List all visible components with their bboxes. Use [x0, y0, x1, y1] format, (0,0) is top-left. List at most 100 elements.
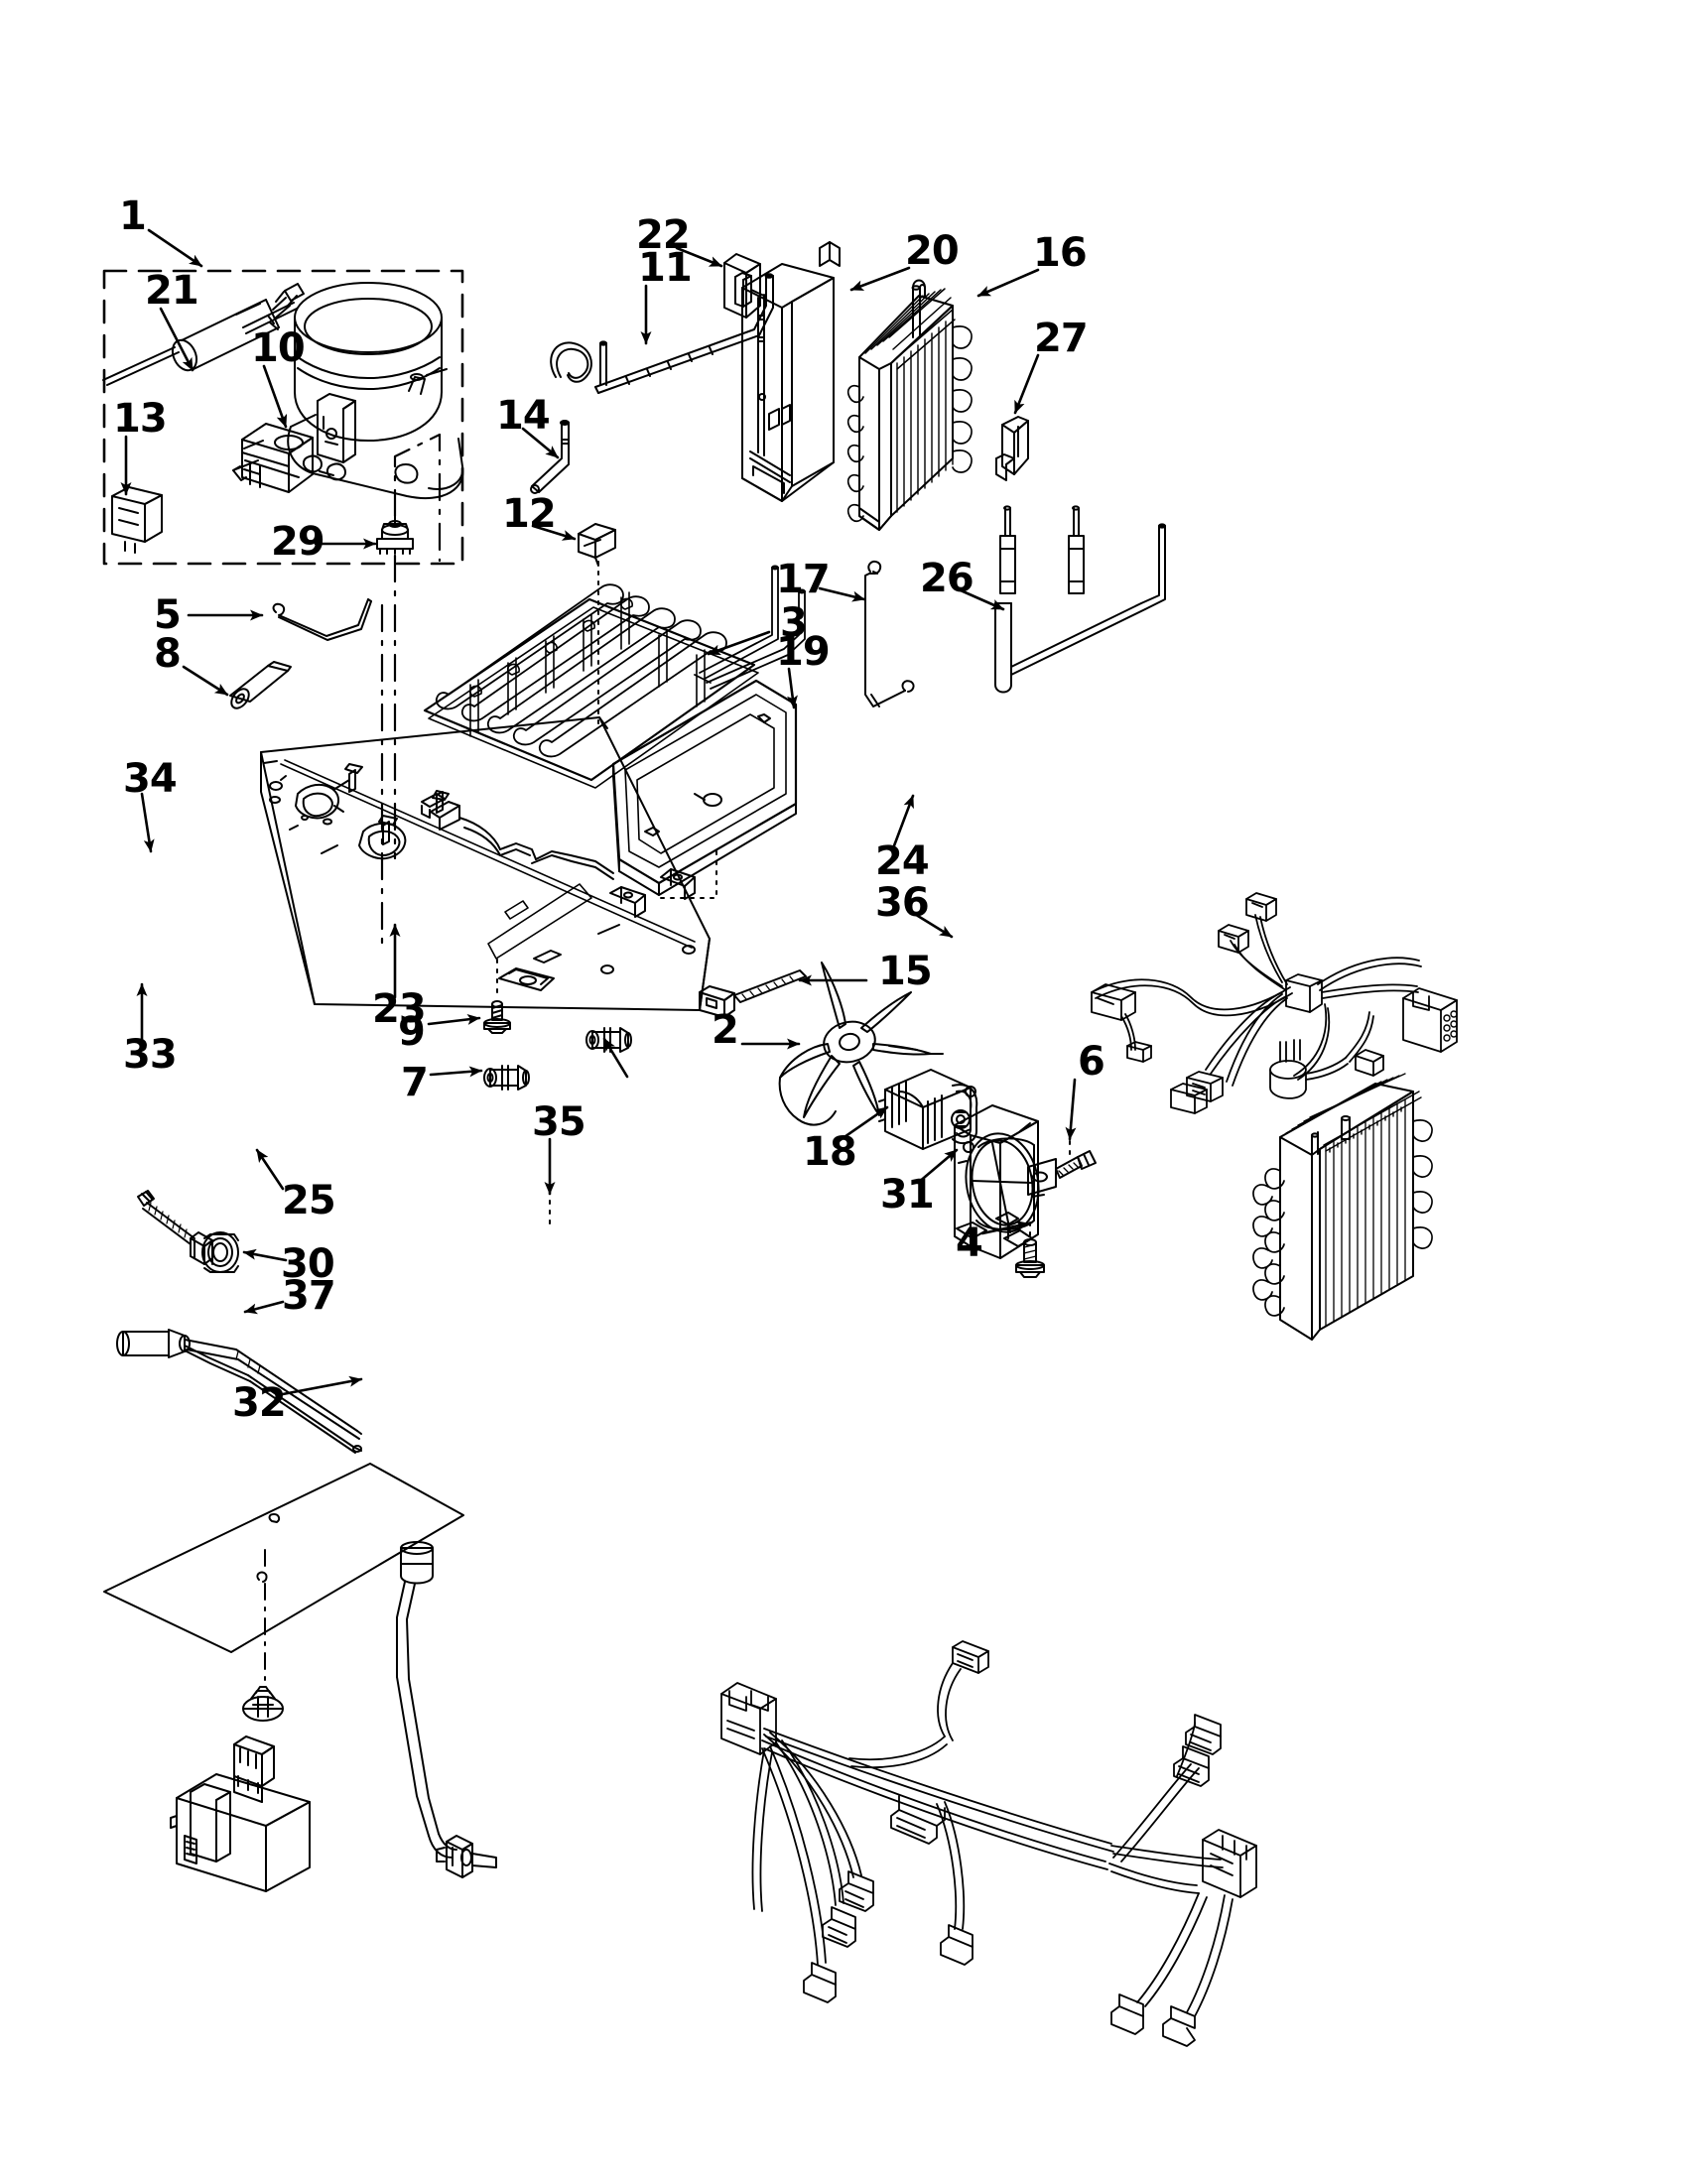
callout-16[interactable]: 16 [1033, 230, 1088, 276]
callout-20[interactable]: 20 [905, 228, 960, 274]
part-17-wire-form [864, 560, 915, 707]
leader-3 [707, 630, 771, 656]
callout-4[interactable]: 4 [956, 1220, 983, 1266]
part-14-drier-tube [530, 420, 570, 494]
callout-14[interactable]: 14 [496, 393, 551, 439]
callout-23[interactable]: 23 [372, 986, 427, 1032]
part-36-evaporator-fin-coil [1252, 1073, 1433, 1341]
leader-26 [959, 588, 1005, 611]
part-12-tube-clip [578, 523, 616, 567]
leader-16 [976, 268, 1040, 298]
part-4-screw-lower [1015, 1238, 1045, 1278]
part-2-fan-blade [778, 962, 944, 1126]
leader-8 [182, 665, 229, 697]
leader-6 [1065, 1078, 1077, 1141]
leader-4 [980, 1220, 1030, 1235]
callout-12[interactable]: 12 [502, 491, 557, 537]
part-13-overload-protector [111, 486, 163, 554]
part-30-thermistor-clip [242, 1686, 284, 1722]
part-18-fan-motor [878, 1069, 978, 1153]
callout-35[interactable]: 35 [532, 1099, 586, 1145]
part-10-compressor-relay [232, 423, 314, 493]
leader-30 [242, 1248, 288, 1262]
part-19-drain-pan [611, 679, 798, 896]
part-11-capillary-tube [550, 273, 774, 394]
leader-19 [787, 667, 798, 709]
callout-26[interactable]: 26 [920, 556, 974, 601]
leader-18 [837, 1105, 889, 1143]
part-35-lower-harness [720, 1640, 1257, 2047]
part-7-grommet-left [483, 1065, 530, 1091]
callout-29[interactable]: 29 [271, 519, 325, 565]
callout-6[interactable]: 6 [1078, 1039, 1105, 1085]
callout-2[interactable]: 2 [712, 1007, 739, 1053]
part-20-condenser-shroud [741, 241, 841, 502]
leader-7 [429, 1066, 483, 1078]
leader-14 [521, 427, 560, 459]
part-37-control-module [170, 1735, 311, 1892]
callout-34[interactable]: 34 [123, 756, 178, 802]
leader-34 [140, 792, 155, 853]
part-5-wire-clip [272, 598, 372, 641]
callout-30[interactable]: 30 [281, 1241, 335, 1287]
part-8-rubber-tube [229, 661, 292, 709]
callout-27[interactable]: 27 [1034, 316, 1089, 361]
leader-36 [911, 911, 954, 939]
part-25-insulation-panel [103, 1463, 464, 1653]
part-6-screw-upper [1055, 1150, 1097, 1179]
part-26-tube-assembly [994, 505, 1166, 694]
part-3-evaporator-assembly [423, 565, 806, 789]
part-21-drier-filter [102, 283, 305, 386]
leader-25 [255, 1148, 285, 1191]
callout-24[interactable]: 24 [875, 838, 930, 884]
callout-25[interactable]: 25 [282, 1178, 336, 1223]
part-33-temperature-probe [116, 1329, 362, 1454]
callout-7[interactable]: 7 [401, 1060, 429, 1105]
leader-31 [916, 1148, 959, 1185]
centerline-compressor [393, 433, 442, 860]
part-9-screw [483, 1000, 511, 1034]
callout-32[interactable]: 32 [232, 1380, 287, 1426]
callout-9[interactable]: 9 [398, 1009, 426, 1055]
leader-24 [891, 794, 915, 850]
part-29-mount-grommet [376, 515, 414, 555]
leader-12 [531, 524, 577, 541]
callout-3[interactable]: 3 [780, 600, 808, 646]
part-compressor-body [243, 282, 464, 500]
callout-19[interactable]: 19 [776, 629, 831, 675]
callout-15[interactable]: 15 [878, 949, 933, 994]
callout-33[interactable]: 33 [123, 1032, 178, 1078]
leader-32 [281, 1375, 363, 1396]
callout-22[interactable]: 22 [636, 212, 691, 258]
part-23-base-plate [260, 716, 711, 1011]
part-34-sensor-harness [137, 1190, 239, 1273]
leader-27 [1013, 353, 1040, 415]
leader-1 [602, 1037, 629, 1079]
callout-13[interactable]: 13 [113, 396, 168, 442]
callout-21[interactable]: 21 [145, 268, 199, 314]
part-27-mounting-clip [995, 416, 1029, 481]
part-32-drain-tube [396, 1541, 497, 1878]
leader-17 [818, 586, 866, 602]
callout-28[interactable]: 1 [119, 193, 147, 239]
part-16-condenser-coil [846, 279, 973, 531]
callout-8[interactable]: 8 [154, 631, 182, 677]
leader-22 [675, 246, 723, 268]
leader-10 [262, 364, 288, 429]
leader-9 [427, 1013, 481, 1026]
leader-21 [159, 307, 195, 372]
callout-11[interactable]: 11 [638, 245, 693, 291]
part-24-main-harness [1091, 892, 1458, 1114]
callout-36[interactable]: 36 [875, 880, 930, 926]
callout-18[interactable]: 18 [803, 1129, 857, 1175]
callout-5[interactable]: 5 [154, 592, 182, 638]
leader-37 [243, 1300, 285, 1315]
part-31-fan-shroud [954, 1104, 1057, 1259]
leader-28 [147, 228, 203, 268]
callout-37[interactable]: 37 [282, 1273, 336, 1319]
callout-31[interactable]: 31 [880, 1172, 935, 1218]
callout-17[interactable]: 17 [776, 557, 831, 602]
callout-10[interactable]: 10 [251, 325, 306, 371]
